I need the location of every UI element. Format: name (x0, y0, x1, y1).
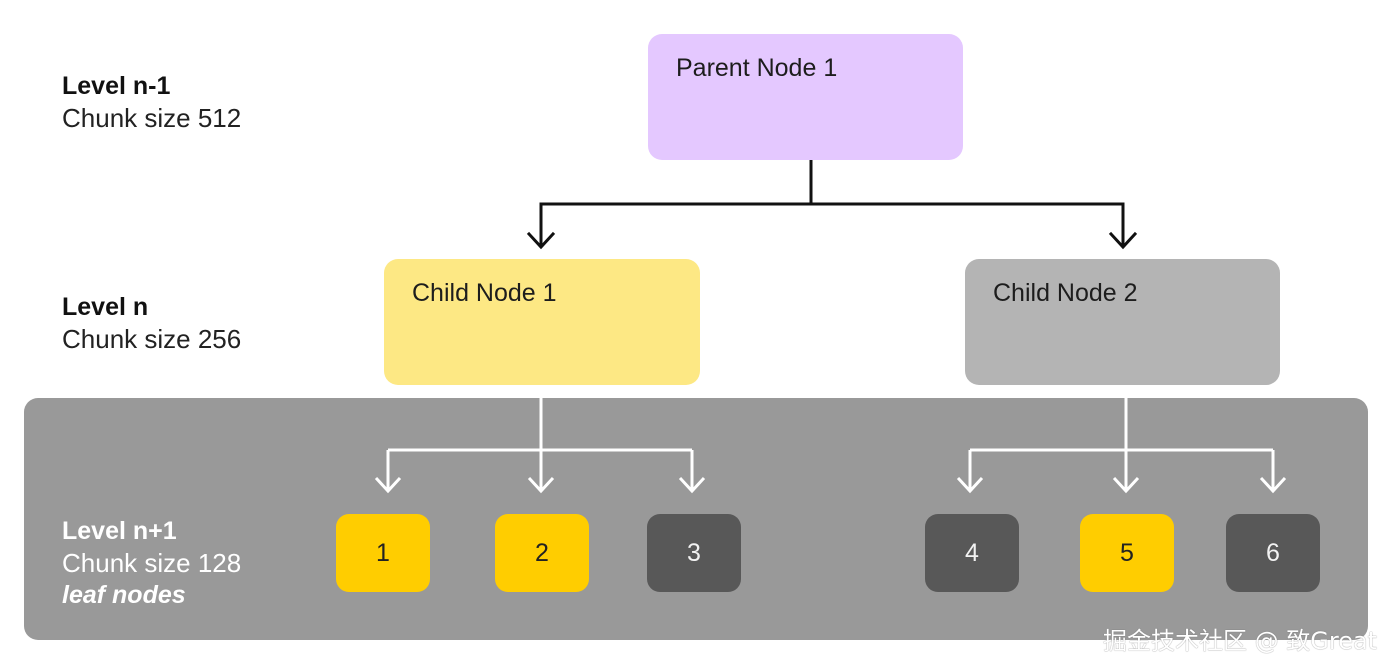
leaf-node-1: 1 (336, 514, 430, 592)
level-mid-chunk: Chunk size 256 (62, 324, 242, 354)
leaf-node-4-label: 4 (965, 538, 979, 567)
parent-node-label: Parent Node 1 (676, 54, 838, 82)
child2-to-leaves-arrows (956, 398, 1287, 494)
leaf-node-2-label: 2 (535, 538, 549, 567)
leaf-node-6: 6 (1226, 514, 1320, 592)
level-mid-title: Level n (62, 293, 149, 321)
leaf-node-4: 4 (925, 514, 1019, 592)
level-leaf-title: Level n+1 (62, 517, 177, 545)
leaf-node-5: 5 (1080, 514, 1174, 592)
parent-node: Parent Node 1 (648, 34, 963, 160)
level-leaf-label: Level n+1 Chunk size 128 leaf nodes (62, 515, 241, 611)
child-node-1: Child Node 1 (384, 259, 700, 385)
level-top-label: Level n-1 Chunk size 512 (62, 70, 241, 134)
leaf-node-3-label: 3 (687, 538, 701, 567)
child-node-1-label: Child Node 1 (412, 279, 557, 307)
level-leaf-note: leaf nodes (62, 581, 186, 609)
level-top-title: Level n-1 (62, 72, 171, 100)
level-leaf-chunk: Chunk size 128 (62, 548, 242, 578)
level-mid-label: Level n Chunk size 256 (62, 291, 241, 355)
level-top-chunk: Chunk size 512 (62, 103, 242, 133)
leaf-node-3: 3 (647, 514, 741, 592)
leaf-node-1-label: 1 (376, 538, 390, 567)
child1-to-leaves-arrows (374, 398, 706, 494)
watermark-text: 掘金技术社区 @ 致Great (1103, 627, 1378, 655)
child-node-2-label: Child Node 2 (993, 279, 1138, 307)
leaf-node-5-label: 5 (1120, 538, 1134, 567)
leaf-node-6-label: 6 (1266, 538, 1280, 567)
parent-to-children-arrows (526, 158, 1138, 250)
child-node-2: Child Node 2 (965, 259, 1280, 385)
leaf-node-2: 2 (495, 514, 589, 592)
